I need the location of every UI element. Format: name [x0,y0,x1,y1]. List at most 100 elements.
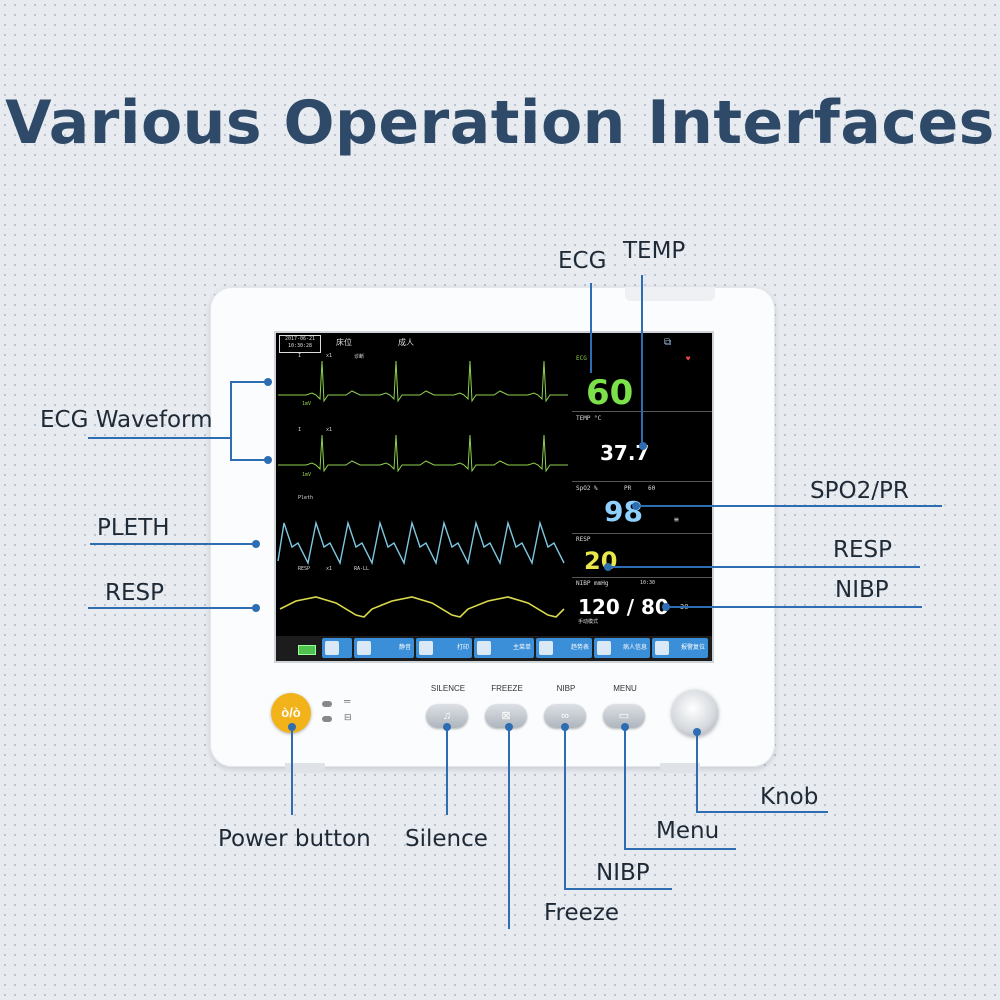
ecg-wave-bracket [230,381,232,460]
silence-icon [357,641,371,655]
nibp-right-callout-label: NIBP [835,577,889,603]
nibp-right-callout-dot [662,603,670,611]
bed-label: 床位 [336,338,352,347]
ecg-param-label: ECG [576,355,587,362]
trend-button[interactable]: 趋势表 [536,638,592,658]
home-icon [325,641,339,655]
bell-off-icon: ♫ [442,710,452,722]
resp-waveform [279,596,565,618]
trend-label: 趋势表 [570,644,589,651]
nibp-mode: 手动模式 [578,619,599,625]
ecg-wave-dot-2 [264,456,272,464]
resp-lead: RA-LL [354,566,370,572]
resp-value: 20 [584,547,618,575]
pleth-callout-label: PLETH [97,515,170,541]
resp-right-callout-dot [604,563,612,571]
trend-icon [539,641,553,655]
patient-type: 成人 [398,338,414,347]
network-icon: ⧉ [664,337,672,348]
param-separator [572,481,712,482]
nibp-label: NIBP mmHg [576,580,609,587]
spo2-label: SpO2 % [576,485,598,492]
silence-screen-button[interactable]: 静音 [354,638,414,658]
knob-callout-dot [693,728,701,736]
ecg-wave-dot-1 [264,378,272,386]
resp-wave-label: RESP [298,566,311,572]
alarm-reset-label: 报警复位 [680,644,705,651]
temp-callout-line [641,275,643,445]
nibp-bottom-callout-line [564,888,672,890]
monitor-screen: 2017-06-21 10:30:28 床位 成人 ⧉ ♥ I x1 诊断 1m… [274,331,714,663]
menu-callout-label: Menu [656,818,720,844]
ecg-wave-bracket [230,459,268,461]
silence-callout-label: Silence [405,826,488,852]
spo2-value: 98 [604,495,643,528]
ecg2-lead: I [298,427,302,433]
resp-param-label: RESP [576,536,591,543]
battery-icon [298,645,316,655]
print-icon [419,641,433,655]
print-label: 打印 [456,644,469,651]
screen-menu-bar: 静音 打印 主菜单 趋势表 病人信息 报警复位 [276,636,712,661]
datetime-box: 2017-06-21 10:30:28 [279,335,321,353]
freeze-icon: ⊠ [501,710,511,722]
menu-callout-line [624,848,736,850]
alarm-reset-button[interactable]: 报警复位 [652,638,708,658]
ecg1-lead: I [298,353,302,359]
nibp-button-label: NIBP [556,684,576,693]
ecg-waveform-callout-label: ECG Waveform [40,407,213,433]
nibp-bottom-callout-line [564,727,566,889]
home-button[interactable] [322,638,352,658]
monitor-handle [625,287,715,301]
ecg-waveform-2 [278,434,568,473]
main-menu-label: 主菜单 [512,644,531,651]
menu-icon [477,641,491,655]
ecg2-scale: 1mV [302,472,312,478]
resp-left-callout-label: RESP [105,580,164,606]
power-button[interactable]: ò/ò [271,693,311,733]
menu-icon: ▭ [618,710,630,722]
main-menu-button[interactable]: 主菜单 [474,638,534,658]
resp-gain: x1 [326,566,333,572]
battery-led [322,716,332,722]
nibp-time: 10:30 [640,580,656,586]
page-title: Various Operation Interfaces [5,88,995,158]
ecg-waveform-callout-line [88,437,231,439]
power-callout-line [291,727,293,815]
nibp-bottom-callout-label: NIBP [596,860,650,886]
patient-info-label: 病人信息 [622,644,647,651]
waveform-area [277,360,568,618]
temp-label: TEMP °C [576,415,602,422]
ecg-callout-line [590,283,592,373]
knob-callout-line [696,811,828,813]
silence-screen-label: 静音 [398,644,411,651]
ecg-wave-bracket [230,381,268,383]
time-text: 10:30:28 [287,343,313,349]
heart-icon: ♥ [686,355,691,363]
silence-callout-line [446,727,448,815]
menu-button-label: MENU [613,684,637,693]
print-button[interactable]: 打印 [416,638,472,658]
power-led [322,701,332,707]
hr-value: 60 [586,373,634,413]
pleth-bar-icon: ≡ [674,515,679,524]
ecg-callout-label: ECG [558,248,607,274]
nibp-value: 120 / 80 [578,595,669,619]
date-text: 2017-06-21 [284,336,316,342]
freeze-callout-dot [505,723,513,731]
power-callout-dot [288,723,296,731]
temp-callout-label: TEMP [623,238,686,264]
pleth-label: Pleth [298,495,314,501]
ecg-waveform-1 [278,360,568,403]
param-separator [572,533,712,534]
patient-icon [597,641,611,655]
knob-callout-line [696,732,698,812]
pleth-waveform [277,520,565,566]
patient-info-button[interactable]: 病人信息 [594,638,650,658]
ecg1-scale: 1mV [302,401,312,407]
ecg2-gain: x1 [326,427,333,433]
menu-button[interactable]: ▭ [603,704,645,728]
freeze-callout-label: Freeze [544,900,620,926]
knob-callout-label: Knob [760,784,819,810]
resp-left-callout-line [88,607,255,609]
